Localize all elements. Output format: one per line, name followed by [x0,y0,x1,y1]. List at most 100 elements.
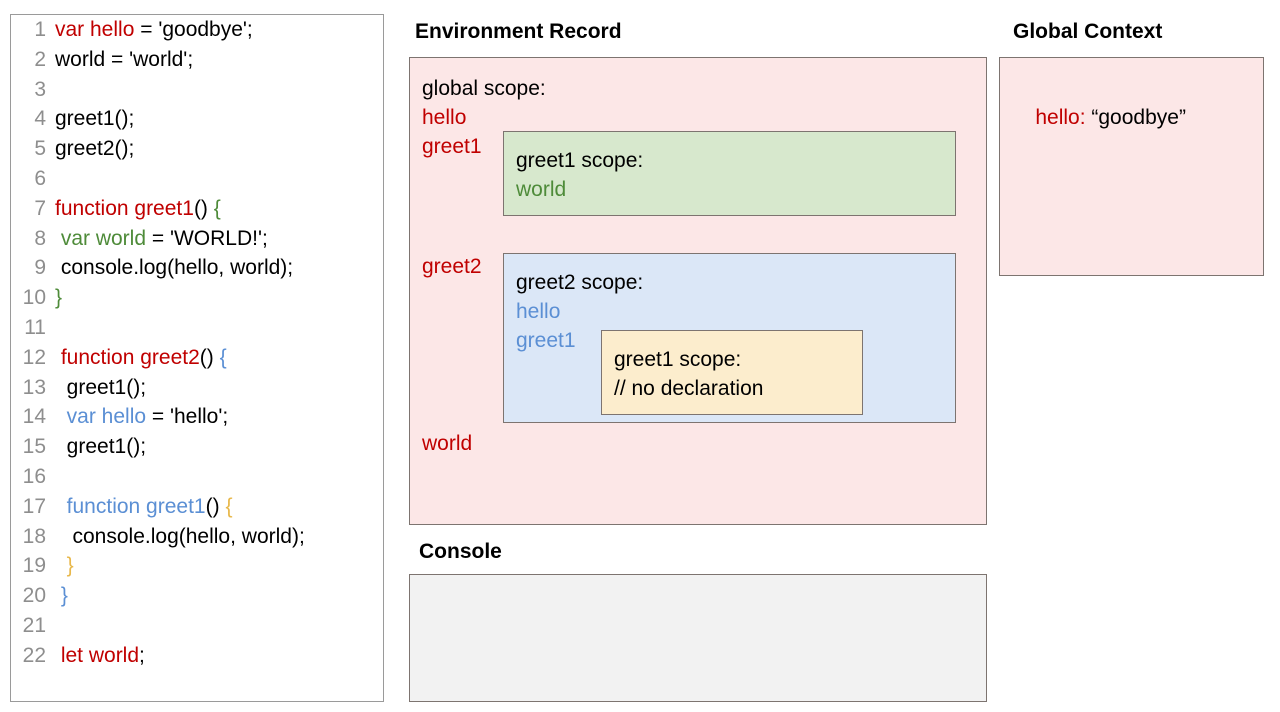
code-line-text: greet1(); [55,432,383,462]
greet2-scope-header: greet2 scope: [516,271,644,294]
line-number: 6 [34,166,46,190]
greet1-inner-scope-box: greet1 scope: // no declaration [601,330,863,415]
code-line[interactable]: 6 [11,164,383,194]
line-number: 9 [34,256,46,280]
code-line[interactable]: 18 console.log(hello, world); [11,522,383,552]
code-line[interactable]: 7 function greet1() { [11,194,383,224]
console-title: Console [419,540,502,563]
code-line-text: console.log(hello, world); [55,522,383,552]
code-line-text: var hello = 'hello'; [55,402,383,432]
code-token: greet1(); [55,107,135,131]
code-line[interactable]: 14 var hello = 'hello'; [11,402,383,432]
line-number: 21 [22,613,46,637]
code-token: greet1(); [55,435,147,459]
code-token: () [193,196,214,220]
greet2-scope-binding-hello: hello [516,300,561,323]
code-line-text: } [55,551,383,581]
global-context-entry: hello: “goodbye” [1012,74,1186,161]
code-token: greet2(); [55,137,135,161]
code-token: () [205,494,226,518]
global-binding-hello: hello [422,106,467,129]
code-line[interactable]: 19 } [11,551,383,581]
global-scope-header: global scope: [422,77,546,100]
code-token: } [55,286,63,310]
code-line-text: function greet1() { [55,194,383,224]
code-token: } [55,554,74,578]
code-editor-panel[interactable]: 1 var hello = 'goodbye'; 2 world = 'world';… [10,14,384,702]
code-line-text: function greet1() { [55,492,383,522]
greet1-inner-scope-header: greet1 scope: [614,348,742,371]
line-number: 22 [22,643,46,667]
code-line-text: var hello = 'goodbye'; [55,15,383,45]
line-number: 7 [34,196,46,220]
code-token: let world [55,643,140,667]
line-number: 19 [22,554,46,578]
code-token: var hello [55,18,135,41]
code-token: () [199,345,220,369]
code-line[interactable]: 22 let world; [11,641,383,671]
code-line[interactable]: 8 var world = 'WORLD!'; [11,224,383,254]
global-binding-world: world [422,432,473,455]
greet2-scope-binding-greet1: greet1 [516,329,576,352]
code-line[interactable]: 16 [11,462,383,492]
code-line[interactable]: 9 console.log(hello, world); [11,253,383,283]
code-token: { [213,196,221,220]
line-number: 11 [24,315,46,339]
code-token: console.log(hello, world); [55,256,294,280]
code-token: { [219,345,227,369]
console-output-box[interactable] [409,574,987,702]
line-number: 15 [22,435,46,459]
line-number: 3 [34,77,46,101]
greet2-scope-box: greet2 scope: hello greet1 greet1 scope:… [503,253,956,423]
global-binding-greet1: greet1 [422,135,482,158]
greet1-inner-scope-note: // no declaration [614,377,764,400]
code-token: world = 'world'; [55,47,194,71]
code-token: greet1(); [55,375,147,399]
line-number: 16 [22,464,46,488]
line-number: 10 [22,286,46,310]
code-line-text: greet1(); [55,104,383,134]
code-line[interactable]: 21 [11,611,383,641]
code-line[interactable]: 4 greet1(); [11,104,383,134]
code-line-text: } [55,581,383,611]
code-line[interactable]: 12 function greet2() { [11,343,383,373]
code-line[interactable]: 5 greet2(); [11,134,383,164]
code-token: = 'WORLD!'; [146,226,268,250]
global-context-box: hello: “goodbye” [999,57,1264,276]
line-number: 14 [22,405,46,429]
line-number: 18 [22,524,46,548]
global-context-entry-value: “goodbye” [1085,106,1186,129]
console-output-text [410,575,986,589]
code-line[interactable]: 13 greet1(); [11,373,383,403]
environment-record-box: global scope: hello greet1 greet2 world … [409,57,987,525]
line-number: 2 [34,47,46,71]
code-line[interactable]: 10} [11,283,383,313]
global-context-entry-key: hello: [1035,106,1086,129]
code-token: function greet2 [55,345,200,369]
code-line[interactable]: 15 greet1(); [11,432,383,462]
code-line[interactable]: 17 function greet1() { [11,492,383,522]
line-number: 4 [34,107,46,131]
code-token: = 'hello'; [146,405,229,429]
global-binding-greet2: greet2 [422,255,482,278]
code-line-text: function greet2() { [55,343,383,373]
line-number: 13 [22,375,46,399]
code-line[interactable]: 3 [11,75,383,105]
line-number: 8 [34,226,46,250]
code-token: = 'goodbye'; [134,18,253,41]
code-line[interactable]: 1 var hello = 'goodbye'; [11,15,383,45]
code-line-text: greet1(); [55,373,383,403]
code-line[interactable]: 11 [11,313,383,343]
line-number: 5 [34,137,46,161]
code-token: ; [139,643,145,667]
line-number: 20 [22,584,46,608]
code-token: function greet1 [55,196,194,220]
line-number: 1 [34,18,46,41]
code-line[interactable]: 2 world = 'world'; [11,45,383,75]
line-number: 12 [22,345,46,369]
code-line[interactable]: 20 } [11,581,383,611]
code-token: console.log(hello, world); [55,524,305,548]
greet1-scope-header: greet1 scope: [516,149,644,172]
line-number: 17 [22,494,46,518]
greet1-scope-box: greet1 scope: world [503,131,956,216]
